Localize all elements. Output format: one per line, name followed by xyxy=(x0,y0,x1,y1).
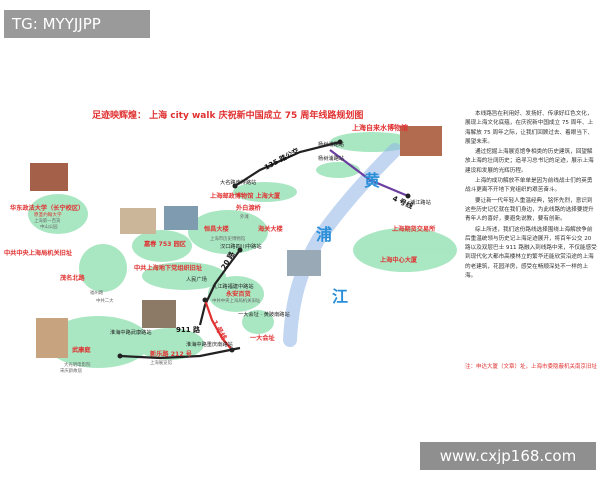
blob-customs xyxy=(188,210,268,254)
station-yangshupu-b: 杨树浦路站 xyxy=(318,154,344,162)
station-pujian: 浦江路站 xyxy=(410,198,431,206)
place-wukang: 武康庭 xyxy=(72,346,91,354)
huangpu-river xyxy=(283,143,402,347)
station-dot-dagu xyxy=(232,183,238,189)
place-xinle: 新乐路 212 号 xyxy=(150,350,192,358)
place-hengchang: 恒昌大楼 xyxy=(204,225,230,233)
river-char-1: 黄 xyxy=(364,171,380,190)
bus-20-line xyxy=(198,249,241,326)
station-dots xyxy=(117,139,411,359)
note-small-1: 中山公园 xyxy=(40,223,58,230)
place-zhongshan: 中共中央上海局机关旧址 xyxy=(4,249,73,257)
place-waterworks: 上海自来水博物馆 xyxy=(352,123,408,132)
place-east-china-sub: 原圣约翰大学 xyxy=(34,211,62,218)
place-yida: 一大会址 xyxy=(250,334,276,342)
side-description: 本线路旨在利用好、发扬好、传承好红色文化，展现上海文化底蕴，在庆祝新中国成立 7… xyxy=(465,110,597,282)
blob-center xyxy=(353,228,457,272)
place-jiashou: 嘉春 753 园区 xyxy=(143,240,187,248)
blob-east-china xyxy=(28,194,88,234)
photos xyxy=(30,126,442,358)
photo-jiashou xyxy=(120,208,156,234)
photo-center xyxy=(287,250,321,276)
photo-east-china xyxy=(30,163,68,191)
place-post-sub: 外白渡桥 xyxy=(236,204,262,212)
blob-post xyxy=(233,182,297,202)
place-customs: 海关大楼 xyxy=(258,225,284,233)
station-labels: 杨树浦路站 杨树浦路站 大名路南浔路站 浦江路站 汉口路四川中路站 人民广场 九… xyxy=(110,140,431,348)
blob-yongan xyxy=(208,276,264,312)
river-char-3: 江 xyxy=(332,287,348,306)
blob-people-square xyxy=(142,262,226,290)
bus-135-line xyxy=(234,140,341,187)
note-small-6: 上海展览馆 xyxy=(150,359,173,366)
watermark-footer: www.cxjp168.com xyxy=(420,442,596,470)
note-small-2: 福州路 xyxy=(90,289,104,296)
side-paragraph-4: 要让新一代年轻人重温经典，铭怀先烈，意识到这些历史记忆就在我们身边，为此线路的选… xyxy=(465,197,594,223)
river-labels: 黄 浦 江 xyxy=(316,171,380,306)
note-small-4: 中共中央上海局机关旧址 xyxy=(212,297,261,304)
metro-4-line xyxy=(329,149,409,198)
station-dot-pujian xyxy=(405,193,411,199)
side-note: 注：申达大厦（文章）址，上海市委隐蔽机关南京旧址 xyxy=(465,364,598,370)
photo-xinle xyxy=(142,300,176,328)
blob-yida xyxy=(242,310,274,334)
place-labels: 华东政法大学（长宁校区） 原圣约翰大学 中共中央上海局机关旧址 嘉春 753 园… xyxy=(4,123,436,358)
side-paragraph-5: 综上所述，我们这份路线选择围绕上海解放争前后重温统领与历史记上海足迹展开，将百年… xyxy=(465,226,597,280)
note-small-7: 宋庆龄故居 xyxy=(60,367,83,374)
note-small-10: 上海第一百货 xyxy=(34,217,61,224)
blob-huaihai xyxy=(46,316,150,368)
station-dot-huaihai xyxy=(117,353,123,359)
place-post-office: 上海邮政博物馆 上海大厦 xyxy=(210,192,281,200)
place-mingyuan: 茂名北路 xyxy=(60,274,86,282)
place-blobs xyxy=(28,132,457,368)
station-dot-people xyxy=(202,297,208,303)
station-dot-hankou xyxy=(237,247,243,253)
place-exchange: 上海期货交易所 xyxy=(392,225,436,233)
note-small-5: 大光明电影院 xyxy=(64,361,91,368)
river-char-2: 浦 xyxy=(316,225,332,244)
blob-xinle xyxy=(136,328,204,360)
station-huaihai: 淮海中路武康路站 xyxy=(110,328,152,336)
place-east-china: 华东政法大学（长宁校区） xyxy=(10,204,84,212)
station-dagu: 大名路南浔路站 xyxy=(220,178,256,186)
photo-wukang xyxy=(36,318,68,358)
station-dot-dahui xyxy=(229,347,235,353)
station-jiujiang: 九江路福建中路站 xyxy=(212,282,254,290)
small-annotations: 中山公园 福州路 中共二大 中共中央上海局机关旧址 大光明电影院 上海展览馆 宋… xyxy=(34,213,261,374)
place-center: 上海中心大厦 xyxy=(380,256,418,264)
place-yong-an: 永安百货 xyxy=(225,290,252,298)
station-dahui: 一大会址 · 黄陂南路站 xyxy=(238,310,290,318)
place-underground: 中共上海地下党组织旧址 xyxy=(134,264,203,272)
blob-yangshupu xyxy=(316,162,360,178)
photo-waterworks xyxy=(400,126,442,156)
blob-jiashou-left xyxy=(79,244,127,292)
blob-jiashou xyxy=(132,230,192,262)
station-dot-yangshupu xyxy=(337,139,343,145)
watermark-tag: TG: MYYJJPP xyxy=(4,10,150,38)
map-title: 足迹映辉煌： 上海 city walk 庆祝新中国成立 75 周年线路规划图 xyxy=(92,111,364,121)
station-huaihai-chongqing: 淮海中路重庆南路站 xyxy=(186,340,233,348)
side-paragraph-3: 上海的成功解放不单单是因为前线战士们的英勇战斗更离不开地下党组织的艰苦奋斗。 xyxy=(465,178,593,194)
route-label-metro1: 1 号线 xyxy=(210,319,228,342)
metro-1-line xyxy=(203,299,233,351)
note-small-9: 外滩 xyxy=(240,213,249,220)
station-yangshupu-a: 杨树浦路站 xyxy=(318,140,344,148)
photo-customs xyxy=(164,206,198,230)
route-label-135: 135 路公交 xyxy=(263,145,302,171)
note-small-3: 中共二大 xyxy=(96,297,114,304)
route-label-911: 911 路 xyxy=(176,325,201,334)
note-small-8: 上海市历史博物馆 xyxy=(210,235,246,242)
bus-911-line xyxy=(119,346,241,360)
station-people: 人民广场 xyxy=(186,275,207,283)
side-paragraph-2: 通过挖掘上海展览馆争相类的历史建筑，回望解放上海的壮阔历史；追寻习总书记的足迹，… xyxy=(465,149,594,174)
side-paragraph-1: 本线路旨在利用好、发扬好、传承好红色文化，展现上海文化底蕴，在庆祝新中国成立 7… xyxy=(465,111,594,145)
station-hankou: 汉口路四川中路站 xyxy=(220,242,262,250)
